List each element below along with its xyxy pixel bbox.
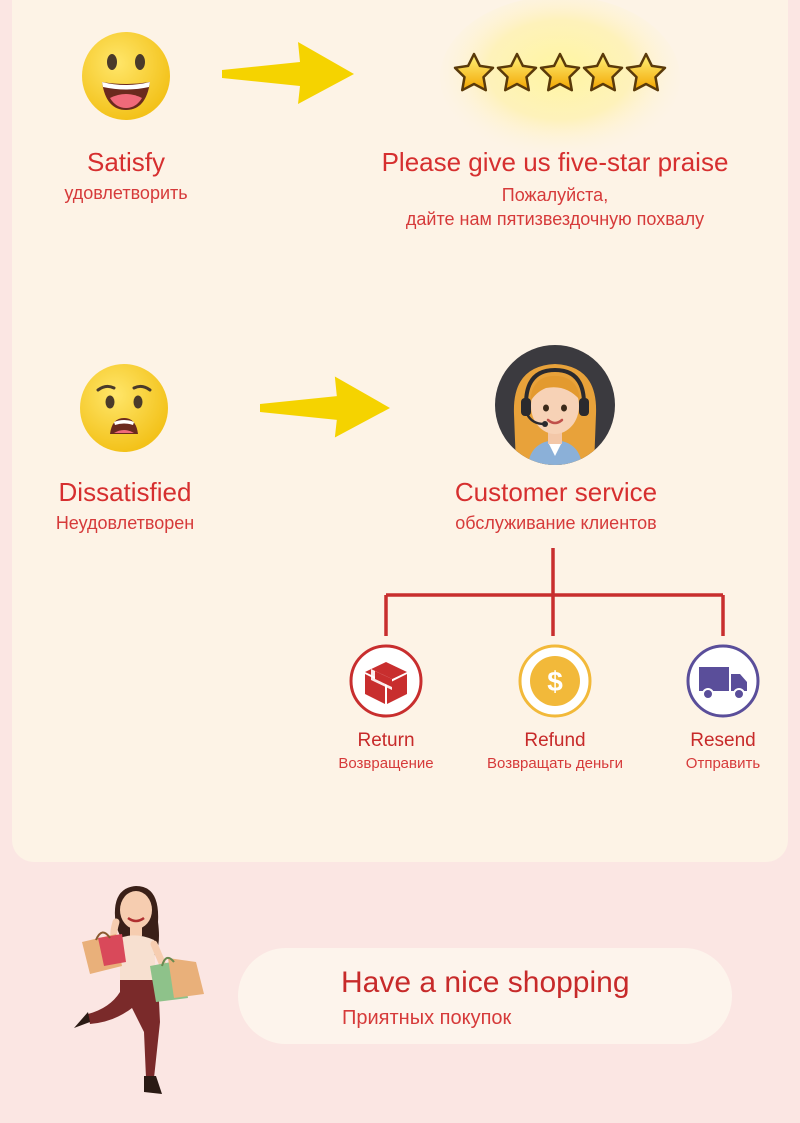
arrow-right-icon (222, 42, 354, 104)
return-sublabel: Возвращение (338, 755, 434, 772)
truck-icon (686, 644, 760, 718)
return-label: Return (357, 730, 415, 751)
dollar-coin-icon: $ (518, 644, 592, 718)
nice-shopping-banner (238, 948, 732, 1044)
praise-title: Please give us five-star praise (381, 147, 729, 177)
happy-face-icon (82, 32, 170, 120)
shopping-woman-icon (74, 886, 204, 1094)
refund-option[interactable]: $ (518, 644, 592, 718)
support-agent-icon (495, 345, 615, 465)
footer-title: Have a nice shopping (341, 966, 630, 999)
refund-sublabel: Возвращать деньги (487, 755, 623, 772)
footer-subtitle: Приятных покупок (342, 1007, 512, 1029)
resend-sublabel: Отправить (685, 755, 761, 772)
praise-subtitle-line2: дайте нам пятизвездочную похвалу (405, 209, 705, 229)
return-option[interactable] (349, 644, 423, 718)
arrow-right-icon (260, 376, 390, 438)
customer-service-subtitle: обслуживание клиентов (455, 513, 657, 533)
resend-label: Resend (690, 730, 756, 751)
worried-face-icon (80, 364, 168, 452)
praise-subtitle-line1: Пожалуйста, (501, 185, 609, 205)
satisfy-title: Satisfy (86, 147, 166, 177)
svg-text:$: $ (547, 666, 563, 697)
five-stars-icon (440, 0, 680, 160)
satisfy-subtitle: удовлетворить (64, 183, 188, 203)
resend-option[interactable] (686, 644, 760, 718)
refund-label: Refund (524, 730, 586, 751)
customer-service-title: Customer service (454, 477, 658, 507)
box-icon (349, 644, 423, 718)
branch-connector (384, 548, 725, 636)
dissatisfied-title: Dissatisfied (58, 477, 192, 507)
dissatisfied-subtitle: Неудовлетворен (55, 513, 195, 533)
